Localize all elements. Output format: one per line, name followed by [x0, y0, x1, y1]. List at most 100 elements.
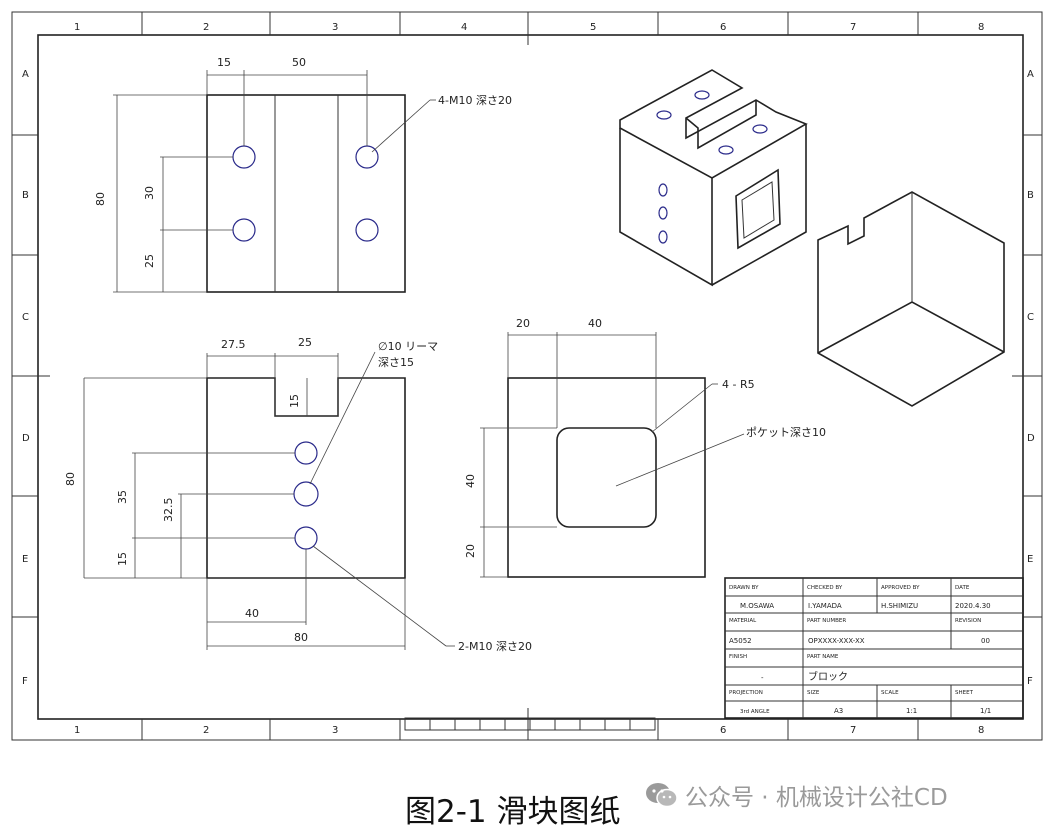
title-label: FINISH — [729, 654, 747, 660]
dimension-label: 32.5 — [162, 498, 175, 523]
column-label: 6 — [720, 725, 726, 736]
column-label: 8 — [978, 22, 984, 33]
figure-caption: 图2-1 滑块图纸 — [405, 794, 621, 830]
checked-by-value: I.YAMADA — [808, 602, 842, 610]
date-value: 2020.4.30 — [955, 602, 991, 610]
part-number-value: OPXXXX-XXX-XX — [808, 637, 865, 645]
isometric-view-block — [619, 69, 808, 287]
dimension-label: 35 — [116, 490, 129, 504]
dimension-label: 15 — [116, 552, 129, 566]
title-block: DRAWN BY CHECKED BY APPROVED BY DATE MAT… — [724, 577, 1024, 719]
front-view: 27.5 25 15 80 35 32.5 15 40 80 ∅10 リーマ 深… — [64, 336, 532, 653]
tapped-hole — [294, 526, 318, 550]
front-view-outline — [206, 377, 406, 579]
sheet-value: 1/1 — [980, 707, 991, 715]
side-view: 20 40 40 20 4 - R5 ポケット深さ10 — [464, 317, 826, 578]
reamed-hole — [293, 481, 319, 507]
column-label: 7 — [850, 725, 856, 736]
dimension-label: 15 — [217, 56, 231, 69]
row-label: A — [1027, 69, 1034, 80]
watermark: 公众号 · 机械设计公社CD — [645, 778, 948, 812]
title-label: PART NAME — [807, 654, 839, 660]
tap-note: 2-M10 深さ20 — [458, 640, 532, 653]
grid-row-labels: A B C D E F A B C D E F — [22, 69, 1035, 687]
dimension-label: 50 — [292, 56, 306, 69]
dimension-label: 40 — [245, 607, 259, 620]
dimension-label: 20 — [464, 544, 477, 558]
dimension-label: 30 — [143, 186, 156, 200]
title-label: DRAWN BY — [729, 585, 759, 591]
row-label: D — [1027, 433, 1035, 444]
radius-note: 4 - R5 — [722, 378, 755, 391]
row-label: E — [22, 554, 28, 565]
column-label: 2 — [203, 22, 209, 33]
tapped-hole — [355, 218, 379, 242]
dimension-label: 80 — [94, 192, 107, 206]
row-label: B — [1027, 190, 1034, 201]
scale-value: 1:1 — [906, 707, 917, 715]
dimension-label: 40 — [588, 317, 602, 330]
tapped-hole — [232, 145, 256, 169]
column-label: 6 — [720, 22, 726, 33]
revision-value: 00 — [981, 637, 990, 645]
top-view: 15 50 80 30 25 4-M10 深さ20 — [94, 56, 512, 293]
title-label: CHECKED BY — [807, 585, 843, 591]
pocket-outline — [556, 427, 657, 528]
dimension-label: 27.5 — [221, 338, 246, 351]
title-label: APPROVED BY — [881, 585, 920, 591]
engineering-drawing-sheet: 1 2 3 4 5 6 7 8 1 2 3 6 7 8 A B C D E F … — [11, 11, 1043, 741]
watermark-text: 公众号 · 机械设计公社CD — [685, 785, 948, 811]
tap-note: 4-M10 深さ20 — [438, 94, 512, 107]
title-label: REVISION — [955, 618, 981, 624]
row-label: F — [1027, 676, 1033, 687]
dimension-label: 25 — [298, 336, 312, 349]
wechat-icon — [646, 783, 678, 808]
column-label: 1 — [74, 725, 80, 736]
side-view-outline — [507, 377, 706, 578]
isometric-view-stock — [817, 191, 1005, 407]
approved-by-value: H.SHIMIZU — [881, 602, 918, 610]
title-label: PART NUMBER — [807, 618, 846, 624]
dimension-label: 20 — [516, 317, 530, 330]
inner-border — [37, 34, 1024, 720]
revision-strip — [404, 717, 656, 731]
row-label: D — [22, 433, 30, 444]
projection-value: 3rd ANGLE — [740, 709, 770, 715]
row-label: C — [1027, 312, 1034, 323]
title-label: MATERIAL — [729, 618, 757, 624]
material-value: A5052 — [729, 637, 752, 645]
tapped-hole — [232, 218, 256, 242]
column-label: 7 — [850, 22, 856, 33]
title-label: SIZE — [807, 690, 820, 696]
column-label: 4 — [461, 22, 467, 33]
row-label: C — [22, 312, 29, 323]
row-label: A — [22, 69, 29, 80]
column-label: 2 — [203, 725, 209, 736]
dimension-label: 80 — [64, 472, 77, 486]
part-name-value: ブロック — [808, 670, 848, 683]
row-label: B — [22, 190, 29, 201]
tapped-hole — [294, 441, 318, 465]
row-label: E — [1027, 554, 1033, 565]
finish-value: - — [761, 674, 764, 682]
dimension-label: 40 — [464, 474, 477, 488]
row-label: F — [22, 676, 28, 687]
title-label: DATE — [955, 585, 970, 591]
bore-note-depth: 深さ15 — [378, 356, 414, 369]
bore-note: ∅10 リーマ — [378, 340, 438, 353]
dimension-label: 15 — [288, 394, 301, 408]
dimension-label: 25 — [143, 254, 156, 268]
column-label: 8 — [978, 725, 984, 736]
drawn-by-value: M.OSAWA — [740, 602, 774, 610]
column-label: 1 — [74, 22, 80, 33]
title-label: SHEET — [955, 690, 974, 696]
title-label: SCALE — [881, 690, 899, 696]
grid-column-ticks — [12, 12, 1042, 740]
grid-column-labels: 1 2 3 4 5 6 7 8 1 2 3 6 7 8 — [74, 22, 984, 736]
column-label: 5 — [590, 22, 596, 33]
size-value: A3 — [834, 707, 843, 715]
pocket-note: ポケット深さ10 — [746, 426, 826, 439]
column-label: 3 — [332, 22, 338, 33]
dimension-label: 80 — [294, 631, 308, 644]
column-label: 3 — [332, 725, 338, 736]
